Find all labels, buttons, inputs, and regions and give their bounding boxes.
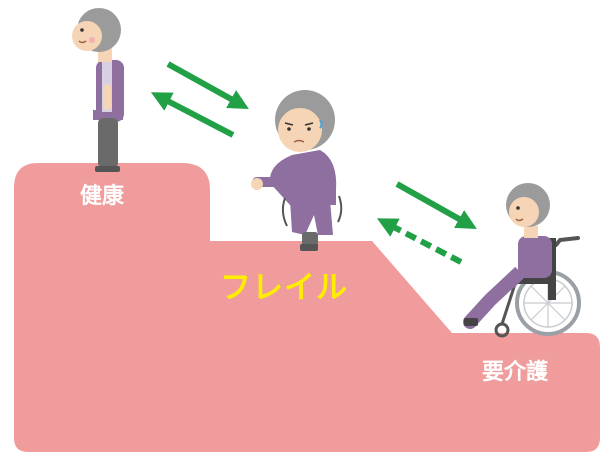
label-frailty: フレイル (220, 270, 348, 306)
transition-arrows (150, 61, 477, 265)
elderly-woman-hunched-walking-icon (251, 90, 343, 251)
elderly-woman-standing-icon (72, 8, 124, 172)
label-healthy: 健康 (80, 184, 125, 209)
staircase-shape (14, 163, 600, 452)
arrow-frailty-to-care (395, 181, 477, 230)
arrow-frailty-to-healthy (150, 92, 235, 138)
label-care: 要介護 (482, 360, 549, 385)
arrow-care-to-frailty-dashed (376, 218, 463, 265)
elderly-woman-wheelchair-icon (463, 183, 581, 338)
arrow-healthy-to-frailty (166, 61, 249, 109)
